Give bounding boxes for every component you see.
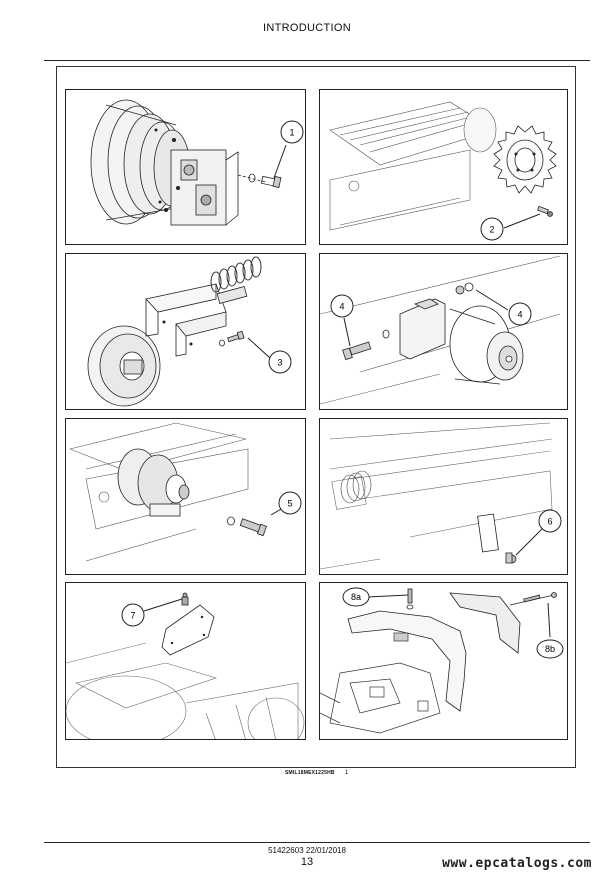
bottom-roller-illustration: 5 bbox=[69, 422, 302, 562]
sprocket-illustration: 2 bbox=[329, 101, 557, 241]
panel-cover-plate: 7 bbox=[65, 582, 306, 740]
panel-guard: 8a 8b bbox=[319, 582, 568, 740]
callout-6: 6 bbox=[547, 517, 552, 527]
callout-8a: 8a bbox=[351, 592, 361, 602]
watermark-text: www.epcatalogs.com bbox=[442, 856, 592, 871]
panel-sprocket: 2 bbox=[319, 89, 568, 245]
idler-illustration: 3 bbox=[87, 256, 292, 407]
figure-frame bbox=[56, 66, 576, 768]
callout-5: 5 bbox=[287, 499, 292, 509]
callout-2: 2 bbox=[489, 225, 494, 235]
panel-top-roller: 4 4 bbox=[319, 253, 568, 410]
top-roller-illustration: 4 4 bbox=[320, 255, 561, 405]
callout-1: 1 bbox=[289, 128, 294, 138]
panel-idler: 3 bbox=[65, 253, 306, 410]
callout-8b: 8b bbox=[545, 644, 555, 654]
page-header-title: INTRODUCTION bbox=[263, 22, 351, 34]
callout-4-nut: 4 bbox=[517, 310, 522, 320]
cover-plate-illustration: 7 bbox=[66, 592, 305, 739]
travel-motor-illustration: 1 bbox=[90, 99, 304, 226]
panel-track-guide: 6 bbox=[319, 418, 568, 575]
figure-code: SMIL18MEX1225HB bbox=[285, 770, 335, 776]
doc-reference: 51422603 22/01/2018 bbox=[268, 846, 346, 855]
track-guide-illustration: 6 bbox=[320, 422, 562, 570]
page-number: 13 bbox=[300, 856, 314, 868]
footer-rule bbox=[44, 842, 590, 843]
header-rule bbox=[44, 60, 590, 61]
figure-number: 1 bbox=[345, 770, 349, 776]
panel-travel-motor: 1 bbox=[65, 89, 306, 245]
callout-4-bolt: 4 bbox=[339, 302, 344, 312]
panel-bottom-roller: 5 bbox=[65, 418, 306, 575]
callout-3: 3 bbox=[277, 358, 282, 368]
callout-7: 7 bbox=[130, 611, 135, 621]
guard-illustration: 8a 8b bbox=[320, 587, 564, 734]
